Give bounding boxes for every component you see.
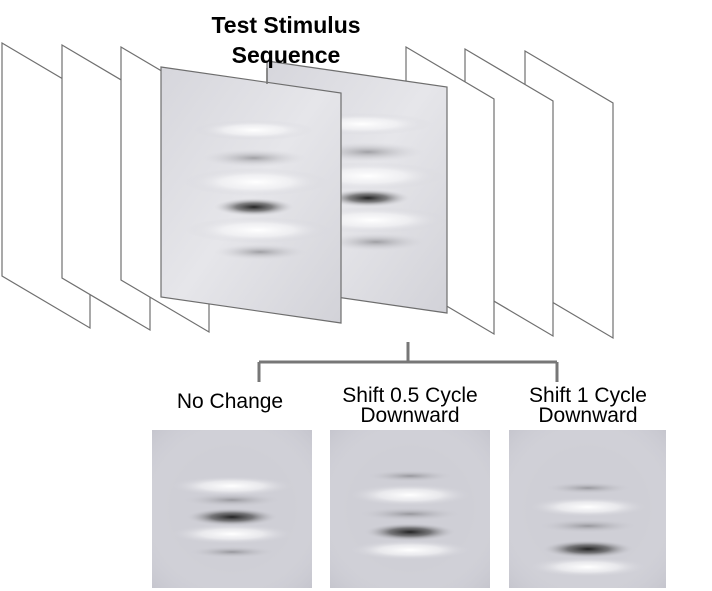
option-label-shift-one-line1: Shift 1 Cycle: [529, 384, 647, 407]
title-line-1: Test Stimulus: [211, 12, 361, 38]
patch-shift-one-cycle: [509, 430, 666, 588]
patch-shift-half-cycle: [330, 430, 490, 588]
branch-connector: [257, 342, 559, 382]
option-label-shift-one-line2: Downward: [538, 404, 638, 427]
option-label-shift-half-line2: Downward: [360, 404, 460, 427]
patch-no-change: [152, 430, 312, 588]
option-label-shift-half-line1: Shift 0.5 Cycle: [342, 384, 478, 407]
title-line-2: Sequence: [231, 42, 341, 68]
gabor-frame-1: [160, 66, 342, 324]
option-label-no-change: No Change: [176, 390, 284, 413]
